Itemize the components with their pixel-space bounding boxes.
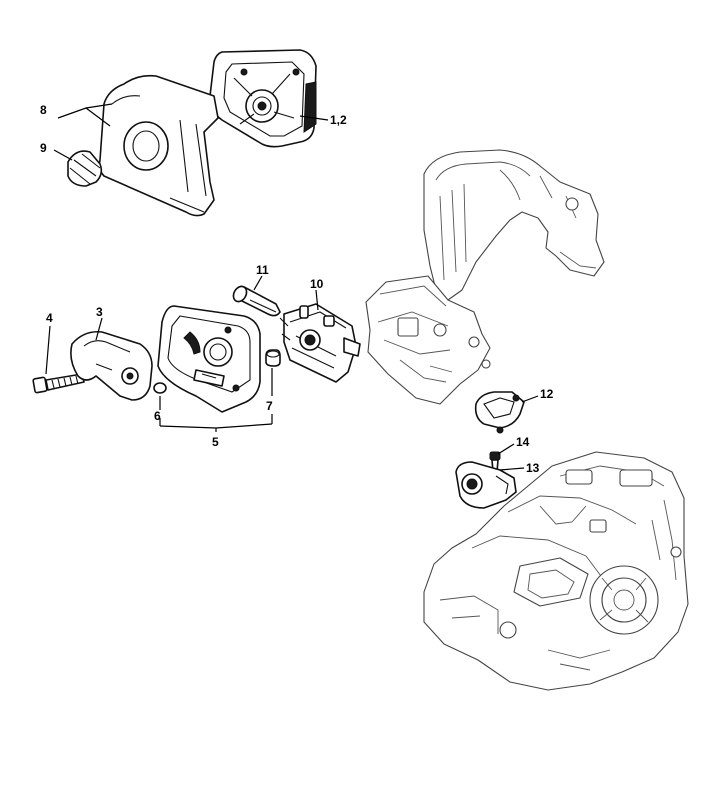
callout-9: 9 xyxy=(40,141,47,155)
air-filter-part[interactable] xyxy=(208,49,317,148)
callout-4: 4 xyxy=(46,311,53,325)
intake-manifold-part[interactable] xyxy=(455,461,517,509)
callout-6: 6 xyxy=(154,409,161,423)
leader-13 xyxy=(499,467,525,471)
callout-11: 11 xyxy=(256,263,269,277)
carb-flange-part[interactable] xyxy=(474,391,525,434)
leader-5 xyxy=(159,423,273,432)
filter-carrier-part[interactable] xyxy=(157,305,261,413)
leader-8-b xyxy=(85,107,111,127)
handle-housing-assembly xyxy=(365,149,605,405)
leader-11 xyxy=(253,275,263,291)
callout-13: 13 xyxy=(526,461,540,475)
mounting-screw-part[interactable] xyxy=(32,373,85,394)
callout-12: 12 xyxy=(540,387,554,401)
callout-3: 3 xyxy=(96,305,103,319)
leader-12 xyxy=(521,395,539,403)
baffle-plate-part[interactable] xyxy=(70,330,153,401)
leader-14 xyxy=(497,443,515,455)
leader-9 xyxy=(53,149,73,161)
intake-sleeve-part[interactable] xyxy=(231,284,281,317)
leader-lines xyxy=(45,103,539,471)
callout-labels: 1,2 8 9 11 10 4 3 6 7 5 12 14 13 xyxy=(40,103,554,475)
engine-crankcase-assembly xyxy=(423,451,689,691)
callout-14: 14 xyxy=(516,435,530,449)
callout-10: 10 xyxy=(310,277,324,291)
leader-4 xyxy=(45,325,51,375)
callout-1-2: 1,2 xyxy=(330,113,347,127)
callout-8: 8 xyxy=(40,103,47,117)
leader-5-b xyxy=(159,414,273,426)
cover-knob-part[interactable] xyxy=(67,150,103,187)
o-ring-part[interactable] xyxy=(153,382,167,394)
carburetor-part[interactable] xyxy=(279,303,361,383)
leader-1-2 xyxy=(299,115,329,121)
leader-3 xyxy=(95,317,103,341)
callout-5: 5 xyxy=(212,435,219,449)
callout-7: 7 xyxy=(266,399,273,413)
leader-10 xyxy=(315,289,319,311)
shroud-cover-part[interactable] xyxy=(98,74,219,217)
grommet-part[interactable] xyxy=(265,349,281,367)
